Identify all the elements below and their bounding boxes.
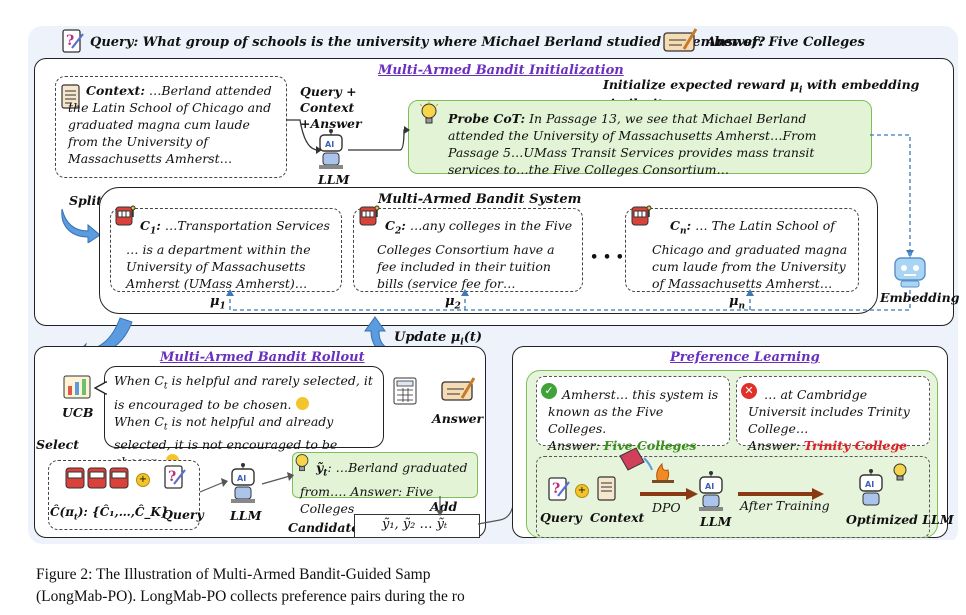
dpo-label: DPO — [652, 500, 681, 515]
select-label: Select — [36, 437, 80, 452]
after-training-label: After Training — [740, 498, 830, 513]
header-answer-icon — [662, 27, 698, 53]
embedding-label: Embedding — [880, 290, 960, 305]
lightbulb-icon — [292, 452, 312, 474]
query-context-answer-label: Query + Context +Answer — [300, 84, 362, 131]
mu-label-1: μ1 — [210, 294, 226, 312]
optimized-llm-icon: AI — [856, 462, 912, 510]
chunk-box-1 — [110, 208, 342, 292]
svg-text:AI: AI — [865, 480, 874, 489]
llm-robot-icon: AI — [316, 128, 346, 170]
header-answer-text: Answer: Five Colleges — [706, 35, 865, 50]
mab-system-title: Multi-Armed Bandit System — [378, 192, 582, 207]
document-icon — [60, 84, 82, 110]
candidate-label: Candidate — [288, 520, 360, 535]
svg-text:?: ? — [168, 469, 176, 485]
context-text: Context: …Berland attended the Latin Sch… — [68, 83, 272, 166]
bubble-tail — [94, 380, 108, 396]
caption-fade-overlay — [520, 540, 966, 615]
update-mu-label: Update μi(t) — [394, 330, 482, 348]
good-example-box — [536, 376, 730, 446]
lightbulb-icon — [418, 101, 440, 127]
selected-slots-icon — [64, 462, 134, 490]
rollout-query-label: Query — [162, 507, 204, 522]
init-subtitle: Initialize expected reward μi with embed… — [603, 77, 920, 111]
pref-llm-label: LLM — [700, 514, 732, 529]
pref-context-label: Context — [590, 510, 645, 525]
chunk-text-n: Cn: … The Latin School of Chicago and gr… — [652, 218, 848, 291]
llm-label-init: LLM — [318, 172, 350, 187]
plus-icon: + — [575, 484, 589, 498]
slot-machine-icon — [358, 203, 380, 227]
pref-document-icon — [596, 476, 618, 502]
chunk-text-2: C2: …any colleges in the Five Colleges C… — [377, 218, 573, 291]
rollout-title: Multi-Armed Bandit Rollout — [160, 350, 365, 365]
pref-query-icon: ? — [548, 476, 570, 502]
ucb-bubble — [104, 366, 384, 448]
answer-label: Answer — [432, 411, 484, 426]
rollout-llm-label: LLM — [230, 508, 262, 523]
training-box — [536, 456, 930, 538]
candidate-set-text: ỹ₁, ỹ₂ … ỹₜ — [382, 517, 448, 532]
bucket-fire-icon — [616, 446, 680, 484]
split-label: Split — [69, 193, 103, 208]
probe-cot-box — [408, 100, 872, 174]
cool-emoji-icon — [295, 396, 309, 410]
mu-label-2: μ2 — [445, 294, 461, 312]
mu-label-n: μn — [729, 294, 746, 312]
scoreboard-icon — [392, 376, 418, 406]
cross-icon: ✕ — [741, 383, 757, 399]
probe-cot-text: Probe CoT: In Passage 13, we see that Mi… — [448, 111, 817, 177]
candidate-set-box — [354, 514, 480, 538]
pref-query-label: Query — [540, 510, 582, 525]
chunk-box-n — [625, 208, 859, 292]
query-icon: ? — [164, 464, 186, 490]
bad-example-text: … at Cambridge Universit includes Trinit… — [748, 387, 910, 453]
ucb-label: UCB — [62, 405, 94, 420]
good-example-text: Amherst… this system is known as the Fiv… — [548, 387, 719, 453]
slot-machine-icon — [114, 203, 136, 227]
response-text: ỹt: …Berland graduated from…. Answer: Fi… — [300, 460, 468, 516]
figure-caption-line-1: Figure 2: The Illustration of Multi-Arme… — [36, 566, 431, 583]
chunk-box-2 — [353, 208, 583, 292]
pref-llm-icon: AI — [696, 470, 726, 512]
check-icon: ✓ — [541, 383, 557, 399]
dpo-arrow — [640, 488, 698, 500]
chunks-ellipsis: • • • — [590, 250, 624, 265]
optimized-llm-label: Optimized LLM — [846, 512, 954, 527]
selected-set-label: Ĉ(πt): {Ĉ₁,…,Ĉ_K} — [50, 505, 169, 522]
context-box — [55, 76, 287, 178]
svg-text:AI: AI — [325, 140, 334, 149]
header-query-icon: ? — [62, 28, 84, 54]
figure-caption-line-2: (LongMab-PO). LongMab-PO collects prefer… — [36, 588, 465, 605]
slot-machine-icon — [630, 203, 652, 227]
header-query-text: Query: What group of schools is the univ… — [90, 35, 765, 50]
svg-text:?: ? — [66, 33, 74, 49]
after-training-arrow — [738, 488, 824, 500]
preference-title: Preference Learning — [670, 350, 820, 365]
ucb-icon — [62, 372, 92, 402]
llm-robot-icon: AI — [228, 462, 258, 504]
svg-text:AI: AI — [705, 482, 714, 491]
plus-icon: + — [136, 473, 150, 487]
bad-example-box — [736, 376, 930, 446]
chunk-text-1: C1: …Transportation Services … is a depa… — [126, 218, 330, 291]
init-panel-title: Multi-Armed Bandit Initialization — [378, 63, 624, 78]
svg-text:AI: AI — [237, 474, 246, 483]
embedding-robot-icon — [892, 252, 928, 288]
response-box — [292, 452, 478, 498]
svg-text:?: ? — [552, 481, 560, 497]
answer-icon — [440, 376, 476, 402]
